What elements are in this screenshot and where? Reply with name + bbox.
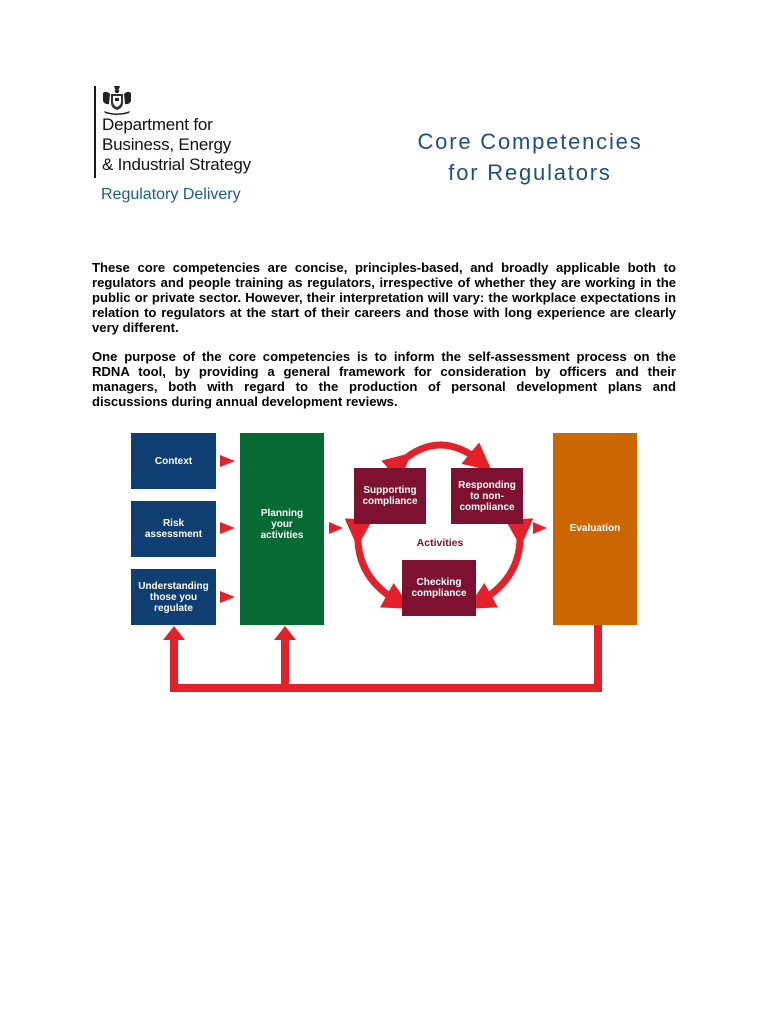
evaluation-box: Evaluation bbox=[553, 433, 637, 625]
unit-name: Regulatory Delivery bbox=[101, 186, 241, 203]
intro-paragraph: These core competencies are concise, pri… bbox=[92, 260, 676, 336]
supporting-compliance-box: Supporting compliance bbox=[354, 468, 426, 524]
responding-box: Responding to non-compliance bbox=[451, 468, 523, 524]
department-name-line: & Industrial Strategy bbox=[102, 155, 251, 174]
understanding-arrow-icon bbox=[220, 591, 235, 603]
planning-arrow-icon bbox=[329, 522, 343, 534]
document-title-line: Core Competencies bbox=[417, 129, 643, 154]
activities-label: Activities bbox=[416, 537, 464, 549]
department-name-line: Business, Energy bbox=[102, 135, 232, 154]
understanding-box: Understanding those you regulate bbox=[131, 569, 216, 625]
risk-assessment-box: Risk assessment bbox=[131, 501, 216, 557]
risk-assessment-label: Risk assessment bbox=[144, 518, 203, 540]
header-rule bbox=[94, 86, 96, 178]
supporting-compliance-label: Supporting compliance bbox=[362, 485, 418, 507]
document-title: Core Competencies for Regulators bbox=[380, 126, 680, 188]
context-arrow-icon bbox=[220, 455, 235, 467]
context-box: Context bbox=[131, 433, 216, 489]
cycle-left-arrow bbox=[344, 518, 412, 609]
planning-box: Planning your activities bbox=[240, 433, 324, 625]
cycle-right-arrow bbox=[466, 518, 534, 609]
planning-label: Planning your activities bbox=[260, 507, 304, 541]
department-name: Department for Business, Energy & Indust… bbox=[102, 115, 251, 175]
risk-arrow-icon bbox=[220, 522, 235, 534]
understanding-label: Understanding those you regulate bbox=[138, 580, 209, 614]
purpose-paragraph: One purpose of the core competencies is … bbox=[92, 349, 676, 410]
activities-arrow-icon bbox=[533, 522, 547, 534]
context-label: Context bbox=[154, 455, 193, 467]
responding-label: Responding to non-compliance bbox=[458, 479, 516, 513]
feedback-arrow-understanding-icon bbox=[163, 626, 185, 640]
feedback-arrow-planning-icon bbox=[274, 626, 296, 640]
feedback-loop bbox=[163, 624, 602, 692]
cycle-top-arrow bbox=[381, 441, 492, 482]
evaluation-label: Evaluation bbox=[569, 522, 621, 534]
checking-compliance-box: Checking compliance bbox=[402, 560, 476, 616]
department-name-line: Department for bbox=[102, 115, 213, 134]
royal-coat-of-arms-icon bbox=[103, 86, 131, 115]
document-title-line: for Regulators bbox=[448, 160, 612, 185]
checking-compliance-label: Checking compliance bbox=[411, 577, 467, 599]
